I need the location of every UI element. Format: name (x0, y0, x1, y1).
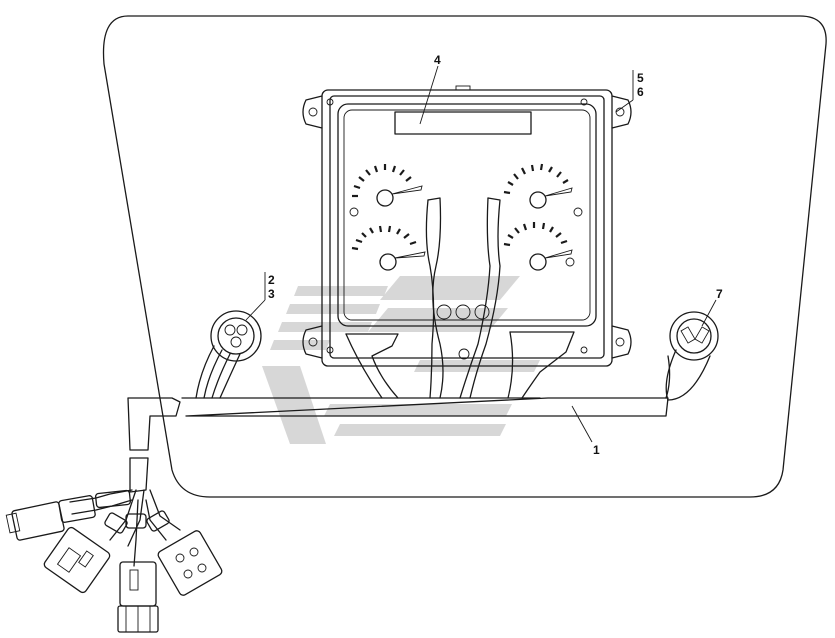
round-connector-left (195, 310, 262, 399)
callout-6: 6 (637, 85, 644, 99)
gauge-bottom-left (351, 225, 426, 271)
gauge-top-right (503, 163, 573, 209)
cluster-harness (345, 197, 575, 399)
leader-lines (245, 65, 717, 443)
callout-5: 5 (637, 71, 644, 85)
lcd-display (394, 111, 532, 135)
watermark-logo (262, 276, 540, 444)
callout-3: 3 (268, 287, 275, 301)
callout-7: 7 (716, 287, 723, 301)
gauge-bottom-right (503, 222, 573, 271)
callout-1: 1 (593, 443, 600, 457)
dashboard-panel-outline (102, 15, 827, 498)
instrument-cluster (302, 85, 632, 367)
callout-2: 2 (268, 273, 275, 287)
callout-4: 4 (434, 53, 441, 67)
branch-connectors (5, 489, 223, 633)
round-connector-right (665, 311, 719, 401)
gauge-top-left (352, 164, 423, 207)
